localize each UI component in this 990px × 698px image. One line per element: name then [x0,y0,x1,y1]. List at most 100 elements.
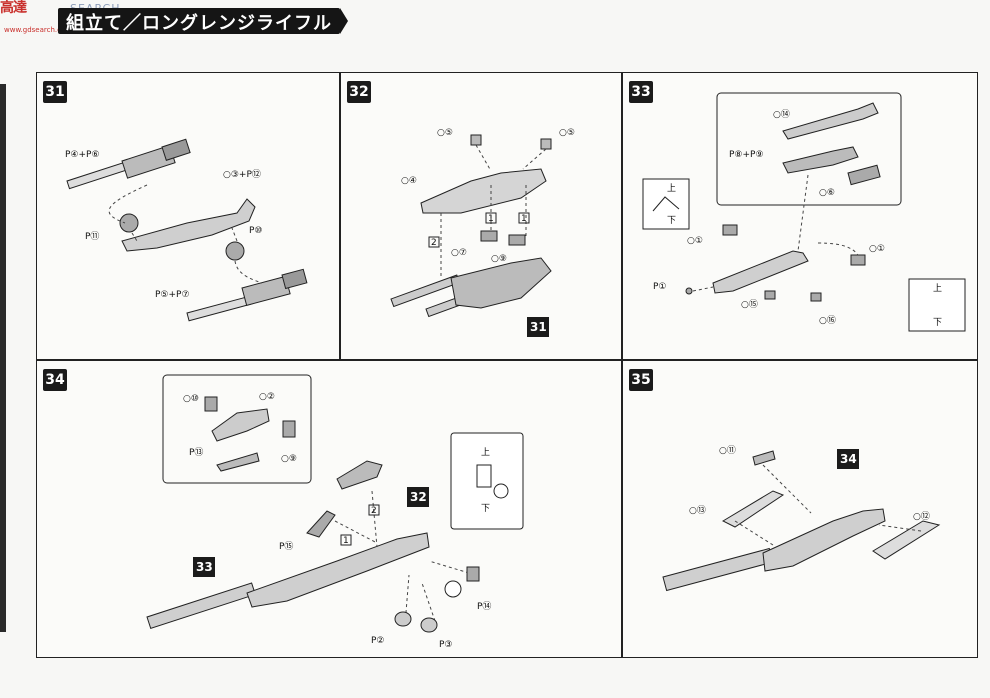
label-ref-34: 34 [840,452,857,466]
orientation-callout [450,432,524,530]
binding-edge [0,84,6,632]
step-32-panel: 32 ○⑤ ○⑤ ○④ 1 1 2 ○⑦ ○⑨ [340,72,622,360]
label-ref-33: 33 [196,560,213,574]
label-up: 上 [667,183,676,194]
label-c4: ○④ [401,176,417,186]
label-c9: ○⑨ [491,254,507,264]
small-clip-part [470,134,482,146]
label-seq-1a: 1 [488,214,494,224]
reference-badge [527,317,549,337]
bracket-sketch [652,196,680,212]
title-bar [58,8,340,34]
label-p11: P⑪ [85,231,99,242]
label-p1: P① [653,282,667,292]
label-p14: P⑭ [477,601,491,612]
label-c5-left: ○⑤ [437,128,453,138]
label-p15: P⑮ [279,541,293,552]
sequence-box [340,534,352,546]
label-c10: ○⑩ [183,394,199,404]
label-p8-p9: P⑧+P⑨ [729,150,764,160]
guide-lines [734,464,922,546]
step-34-panel: 34 ○⑩ ○② P⑬ ○⑨ 2 1 P⑮ 32 [36,360,622,658]
main-frame-part [420,168,547,214]
label-seq-1b: 1 [521,214,527,224]
label-up-2: 上 [933,283,942,294]
page-header: 高達 SEARCH www.gdsearch.com 組立て／ロングレンジライフ… [0,0,350,40]
reference-badge [193,557,215,577]
step-33-diagram: ○⑭ P⑧+P⑨ ○⑥ 上 下 上 下 ○① ○① P① ○⑮ ○⑯ [642,92,966,332]
reference-badge [837,449,859,469]
label-c12: ○⑫ [913,511,930,522]
joint-sphere-part [225,241,245,261]
callout-parts [782,102,881,186]
rifle-body-part [712,250,809,294]
caution-icon [493,483,509,499]
step-31-panel: 31 P④+P⑥ ○③+P⑫ P⑪ P⑩ P⑤+P [36,72,340,360]
guide-lines [440,144,547,278]
sequence-box [428,236,440,248]
label-c5-right: ○⑤ [559,128,575,138]
label-p2: P② [371,636,385,646]
cap-part [420,617,438,633]
upper-barrel-part [66,138,191,190]
detail-callout [716,92,902,206]
detail-callout [162,374,312,484]
label-down: 下 [667,216,676,226]
title-bar-arrow [340,8,348,34]
sequence-box [485,212,497,224]
page-title: 組立て／ロングレンジライフル [66,13,332,34]
rifle-assembly [662,450,941,592]
label-c3-p12: ○③+P⑫ [223,169,261,180]
label-p4-p6: P④+P⑥ [65,150,100,160]
rifle-assembly [146,460,430,630]
step-32-diagram: ○⑤ ○⑤ ○④ 1 1 2 ○⑦ ○⑨ 31 [390,128,575,337]
label-down: 下 [481,504,490,514]
label-c13: ○⑬ [689,505,706,516]
orientation-callout [642,178,690,230]
label-p10: P⑩ [249,226,263,236]
label-ref-31: 31 [530,320,547,334]
pin-part [685,287,693,295]
guide-lines [692,174,859,292]
part-outline [476,464,492,488]
sequence-box [368,504,380,516]
sequence-box [518,212,530,224]
label-c16: ○⑯ [819,315,836,326]
lower-barrel-part [186,268,308,322]
label-seq-2: 2 [371,506,377,516]
label-c14: ○⑭ [773,109,790,120]
step-number-badge: 31 [43,81,67,103]
label-c15: ○⑮ [741,299,758,310]
frame-part [121,198,256,252]
small-clip-part [540,138,552,150]
label-c1-left: ○① [687,236,703,246]
small-part [764,290,776,300]
step-33-panel: 33 ○⑭ P⑧+P⑨ ○⑥ 上 下 上 下 ○① ○① P① [622,72,978,360]
small-part [466,566,480,582]
label-c9: ○⑨ [281,454,297,464]
label-p13: P⑬ [189,447,203,458]
label-c6: ○⑥ [819,188,835,198]
orientation-callout-2 [908,278,966,332]
step-number-badge: 32 [347,81,371,103]
label-c1-right: ○① [869,244,885,254]
step-number-badge: 33 [629,81,653,103]
cap-part [394,611,412,627]
small-part [810,292,822,302]
guide-lines [108,184,263,284]
label-c2: ○② [259,392,275,402]
step-35-diagram: ○⑪ 34 ○⑬ ○⑫ [662,445,941,592]
label-seq-2: 2 [431,238,437,248]
caution-icon [444,580,462,598]
joint-sphere-part [119,213,139,233]
watermark-url: www.gdsearch.com [4,26,73,34]
step-number-badge: 34 [43,369,67,391]
reference-badge [407,487,429,507]
label-c7: ○⑦ [451,248,467,258]
label-seq-1: 1 [343,536,349,546]
callout-parts [204,396,296,472]
label-ref-32: 32 [410,490,427,504]
step-35-panel: 35 ○⑪ 34 ○⑬ ○⑫ [622,360,978,658]
watermark-logo: 高達 [0,0,27,16]
step-number-badge: 35 [629,369,653,391]
